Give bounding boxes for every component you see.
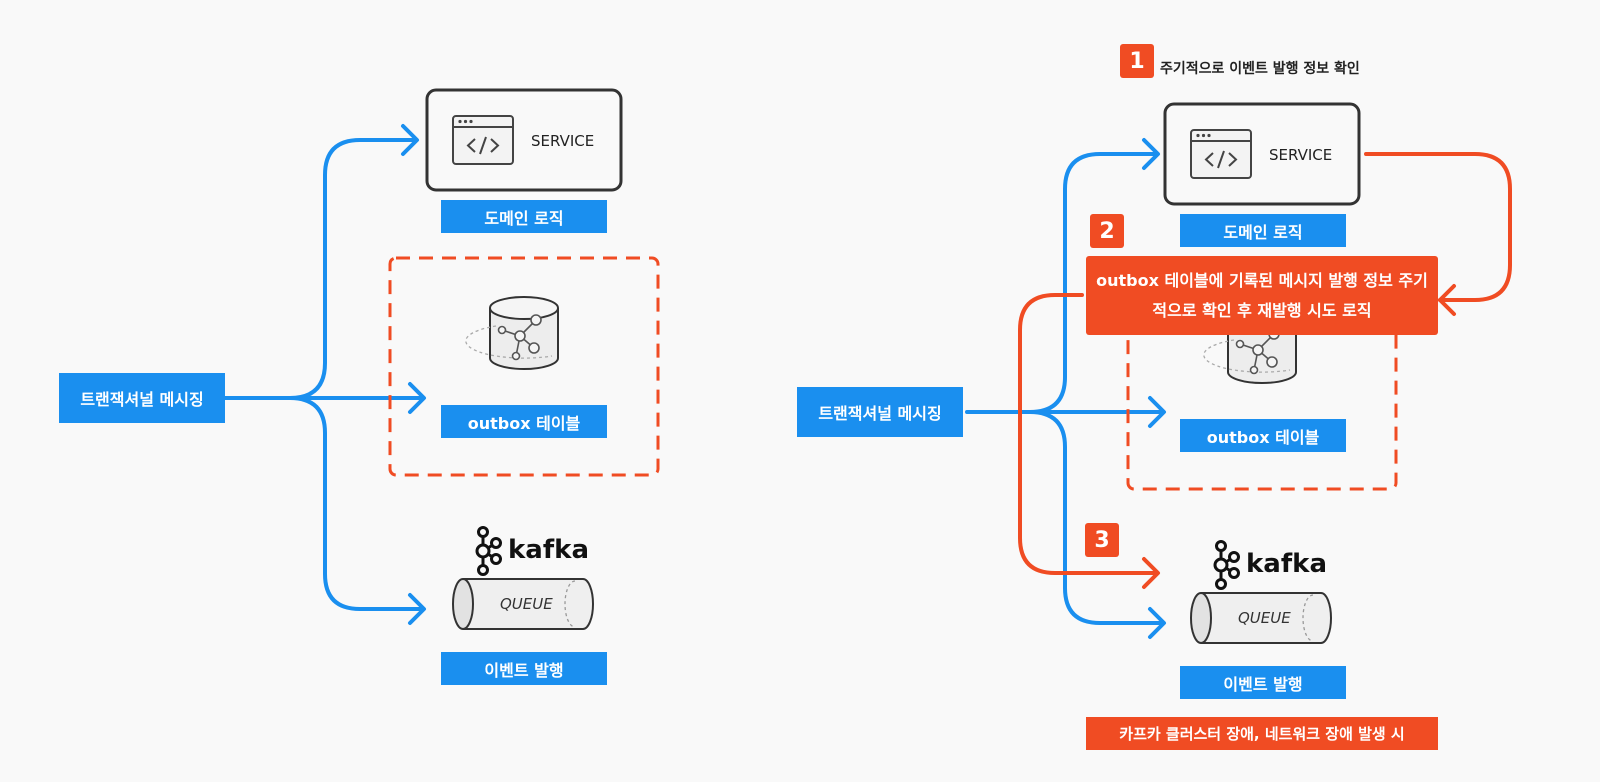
right-domain-label: 도메인 로직 [1180, 214, 1346, 247]
right-kafka-text: kafka [1246, 549, 1327, 579]
left-kafka-text: kafka [508, 535, 589, 565]
step1-badge: 1 [1120, 44, 1154, 78]
right-source-label: 트랜잭셔널 메시징 [797, 387, 963, 437]
left-domain-label: 도메인 로직 [441, 200, 607, 233]
left-outbox-dashed-box [388, 256, 660, 477]
left-database-graph-icon [464, 296, 559, 370]
right-service-text: SERVICE [1269, 146, 1332, 164]
step2-retry-logic-box: outbox 테이블에 기록된 메시지 발행 정보 주기 적으로 확인 후 재발… [1086, 256, 1438, 335]
right-event-label: 이벤트 발행 [1180, 666, 1346, 699]
left-arrow-to-queue [288, 396, 425, 611]
right-blue-arrows [965, 138, 1166, 639]
failure-condition-label: 카프카 클러스터 장애, 네트워크 장애 발생 시 [1086, 717, 1438, 750]
left-kafka-logo-icon [475, 526, 502, 576]
right-outbox-label: outbox 테이블 [1180, 419, 1346, 452]
left-source-label: 트랜잭셔널 메시징 [59, 373, 225, 423]
right-arrow-service-to-retry [1364, 152, 1512, 302]
right-arrow-retry-to-queue [1018, 293, 1158, 575]
left-service-text: SERVICE [531, 132, 594, 150]
right-red-arrows [1018, 152, 1512, 589]
left-queue-text: QUEUE [500, 595, 553, 613]
left-outbox-label: outbox 테이블 [441, 405, 607, 438]
left-event-label: 이벤트 발행 [441, 652, 607, 685]
step2-text-line2: 적으로 확인 후 재발행 시도 로직 [1152, 300, 1372, 320]
right-kafka-logo-icon [1213, 540, 1240, 590]
left-arrows [223, 124, 426, 625]
step2-badge: 2 [1090, 214, 1124, 248]
left-arrow-to-service [223, 138, 417, 400]
step2-text-line1: outbox 테이블에 기록된 메시지 발행 정보 주기 [1096, 270, 1428, 290]
step1-text: 주기적으로 이벤트 발행 정보 확인 [1160, 61, 1360, 77]
right-arrow-to-queue [1028, 410, 1164, 625]
left-code-window-icon [452, 115, 514, 165]
right-queue-text: QUEUE [1238, 609, 1291, 627]
right-code-window-icon [1190, 129, 1252, 179]
step3-badge: 3 [1085, 523, 1119, 557]
